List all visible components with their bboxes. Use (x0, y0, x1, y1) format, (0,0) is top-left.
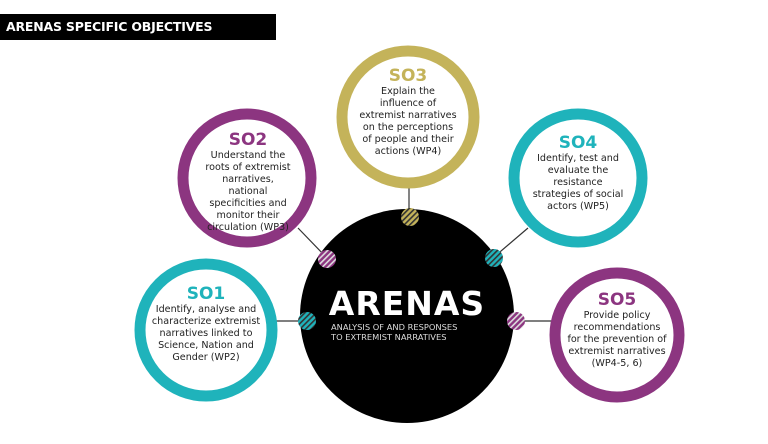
objective-so1: SO1 Identify, analyse and characterize e… (150, 284, 262, 364)
objective-so3: SO3 Explain the influence of extremist n… (358, 66, 458, 158)
page-title: ARENAS SPECIFIC OBJECTIVES (0, 14, 276, 40)
objective-id: SO2 (228, 130, 268, 150)
objective-id: SO1 (186, 284, 226, 304)
objective-so4: SO4 Identify, test and evaluate the resi… (532, 133, 624, 213)
so4-knob (485, 249, 503, 267)
center-subtitle-2: TO EXTREMIST NARRATIVES (331, 332, 447, 342)
center-subtitle-1: ANALYSIS OF AND RESPONSES (331, 322, 458, 332)
so3-ring (336, 45, 480, 189)
objective-so2: SO2 Understand the roots of extremist na… (203, 130, 293, 234)
so5-knob (507, 312, 525, 330)
so2-ring (177, 108, 317, 248)
so3-knob (401, 208, 419, 226)
so1-ring (134, 258, 278, 402)
so1-knob (298, 312, 316, 330)
objective-text: Provide policy recommendations for the p… (567, 310, 667, 369)
center-title: ARENAS (328, 284, 486, 323)
so5-ring (549, 267, 685, 403)
objective-text: Identify, analyse and characterize extre… (151, 304, 261, 363)
objective-text: Explain the influence of extremist narra… (359, 86, 457, 157)
objective-id: SO5 (597, 290, 637, 310)
arenas-center-circle (300, 209, 514, 423)
so4-ring (508, 108, 648, 248)
objective-text: Understand the roots of extremist narrat… (205, 150, 291, 233)
objective-so5: SO5 Provide policy recommendations for t… (567, 290, 667, 370)
so2-knob (318, 250, 336, 268)
arenas-center-label: ARENAS ANALYSIS OF AND RESPONSES TO EXTR… (317, 284, 497, 343)
objective-id: SO4 (558, 133, 598, 153)
objective-text: Identify, test and evaluate the resistan… (532, 153, 624, 212)
objective-id: SO3 (388, 66, 428, 86)
